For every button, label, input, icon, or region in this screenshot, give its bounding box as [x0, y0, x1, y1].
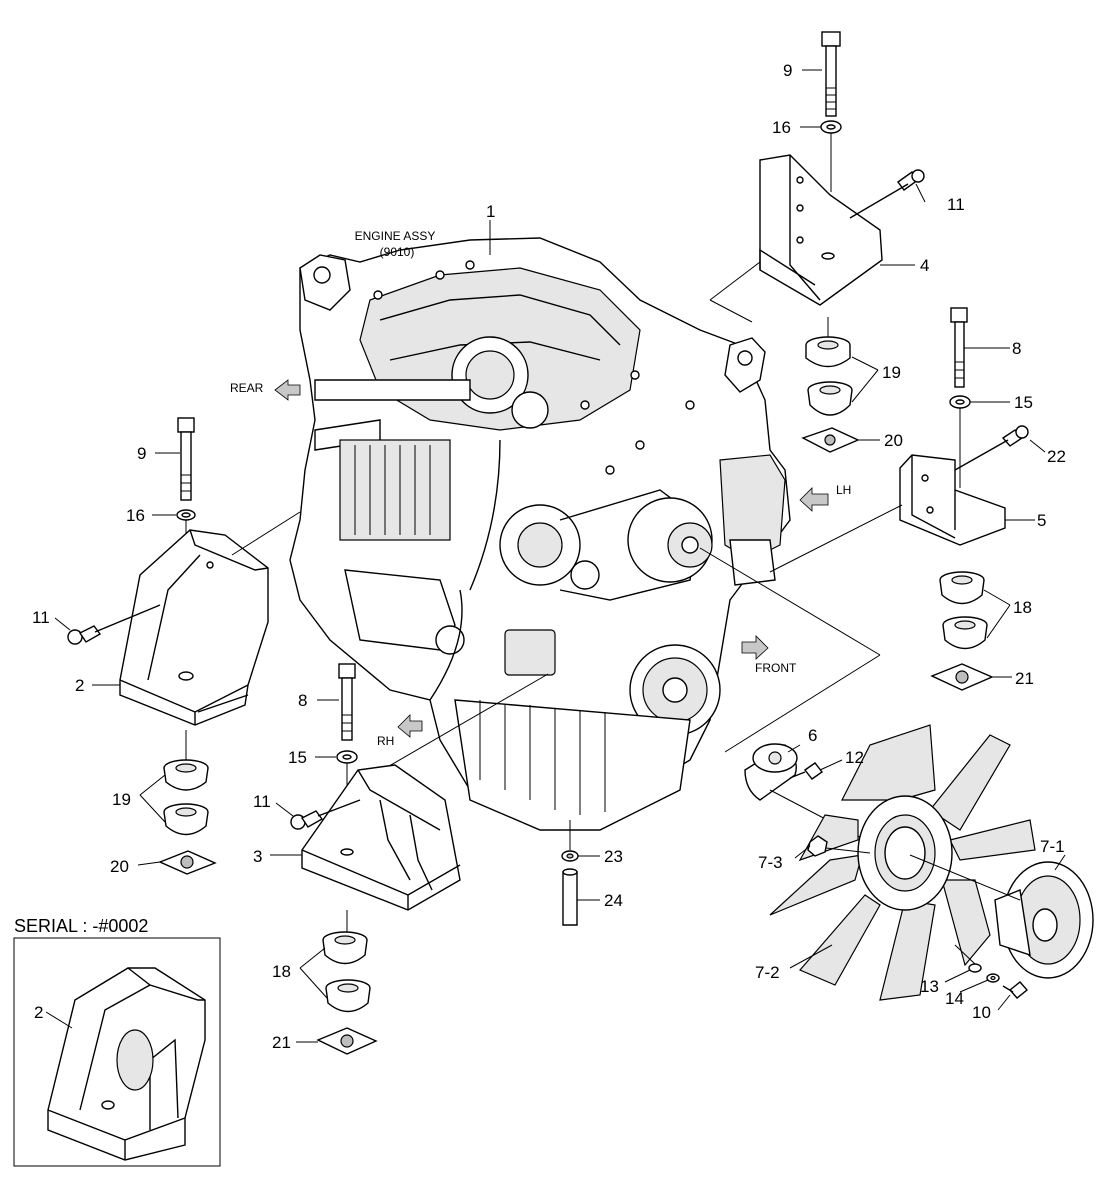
- callout-2: 2: [75, 676, 84, 695]
- callout-8-left: 8: [298, 691, 307, 710]
- mount-front-right: [769, 307, 1029, 691]
- callout-16-left: 16: [126, 506, 145, 525]
- callout-18-left: 18: [272, 962, 291, 981]
- mount-rear-left: [67, 417, 301, 875]
- engine-assy-title: ENGINE ASSY: [355, 229, 436, 243]
- callout-14: 14: [945, 989, 964, 1008]
- callout-4: 4: [920, 256, 929, 275]
- callout-12: 12: [845, 748, 864, 767]
- mount-rear-right: [709, 31, 925, 453]
- callout-9-left: 9: [137, 444, 146, 463]
- callout-7-2: 7-2: [755, 963, 780, 982]
- callout-8: 8: [1012, 339, 1021, 358]
- callout-20-left: 20: [110, 857, 129, 876]
- serial-label: SERIAL : -#0002: [14, 916, 148, 936]
- label-rear: REAR: [230, 381, 264, 395]
- callout-23: 23: [604, 847, 623, 866]
- engine-assembly: [289, 237, 791, 831]
- inset-frame: [13, 937, 221, 1167]
- label-lh: LH: [836, 483, 851, 497]
- direction-arrow-lh-icon: [799, 487, 829, 512]
- callout-1: 1: [486, 202, 495, 221]
- cooling-fan-assembly: [699, 547, 1094, 1001]
- direction-arrow-rh-icon: [397, 714, 423, 738]
- callout-13: 13: [920, 977, 939, 996]
- callout-9: 9: [783, 61, 792, 80]
- drain-hose: [561, 820, 579, 926]
- mount-front-left: [290, 663, 549, 1055]
- direction-arrow-front-icon: [741, 635, 769, 660]
- callout-5: 5: [1037, 511, 1046, 530]
- callout-22: 22: [1047, 447, 1066, 466]
- direction-arrow-rear-icon: [274, 379, 301, 401]
- callout-10: 10: [972, 1003, 991, 1022]
- callout-21: 21: [1015, 669, 1034, 688]
- callout-2-inset: 2: [34, 1003, 43, 1022]
- callout-7-1: 7-1: [1040, 837, 1065, 856]
- callout-21-left: 21: [272, 1033, 291, 1052]
- callout-11-center: 11: [253, 792, 271, 811]
- callout-6: 6: [808, 726, 817, 745]
- callout-leaders: [54, 69, 1066, 1043]
- callout-11: 11: [947, 195, 965, 214]
- callout-19-left: 19: [112, 790, 131, 809]
- callout-15-left: 15: [288, 748, 307, 767]
- callout-24: 24: [604, 891, 623, 910]
- callout-11-left: 11: [32, 608, 50, 627]
- callout-16: 16: [772, 118, 791, 137]
- callout-15: 15: [1014, 393, 1033, 412]
- engine-assy-code: (9010): [380, 245, 415, 259]
- callout-3: 3: [253, 847, 262, 866]
- serial-inset: [13, 937, 221, 1167]
- callout-20: 20: [884, 431, 903, 450]
- inset-bracket-2: [47, 967, 206, 1161]
- callout-7-3: 7-3: [758, 853, 783, 872]
- label-front: FRONT: [755, 661, 797, 675]
- label-rh: RH: [377, 734, 394, 748]
- callout-18: 18: [1013, 598, 1032, 617]
- callout-19: 19: [882, 363, 901, 382]
